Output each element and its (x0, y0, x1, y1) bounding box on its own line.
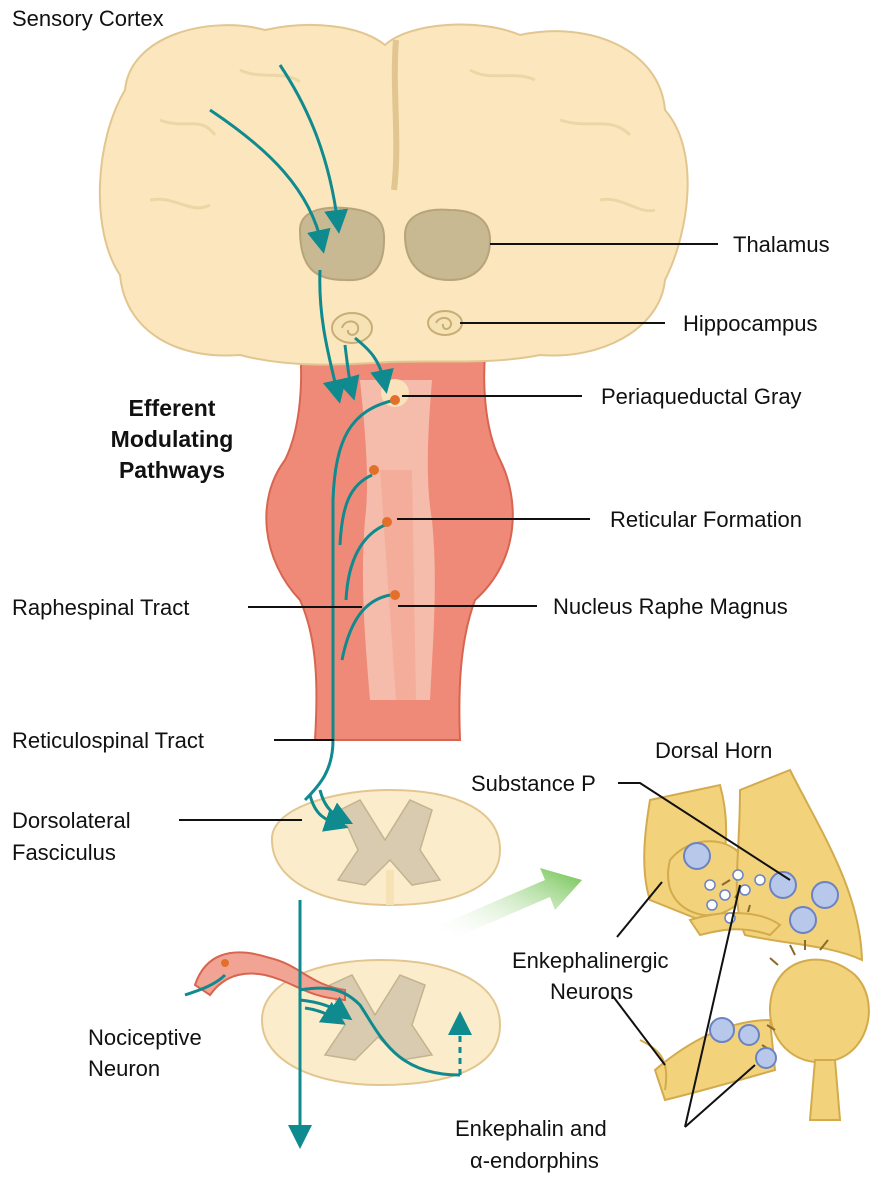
label-enkephalinergic-1: Enkephalinergic (512, 948, 669, 973)
label-enkephalin-1: Enkephalin and (455, 1116, 607, 1141)
label-reticulospinal-tract: Reticulospinal Tract (12, 728, 204, 753)
label-efferent-3: Pathways (119, 457, 225, 483)
label-efferent-2: Modulating (111, 426, 234, 452)
dorsal-horn-inset (640, 770, 869, 1120)
label-raphespinal-tract: Raphespinal Tract (12, 595, 189, 620)
spinal-cord-upper (272, 790, 500, 905)
label-dorsolateral-1: Dorsolateral (12, 808, 131, 833)
label-dorsolateral-2: Fasciculus (12, 840, 116, 865)
label-reticular-formation: Reticular Formation (610, 507, 802, 532)
brain (100, 25, 688, 365)
label-enkephalinergic-2: Neurons (550, 979, 633, 1004)
label-thalamus: Thalamus (733, 232, 830, 257)
label-nociceptive-2: Neuron (88, 1056, 160, 1081)
label-sensory-cortex: Sensory Cortex (12, 6, 164, 31)
label-nociceptive-1: Nociceptive (88, 1025, 202, 1050)
label-hippocampus: Hippocampus (683, 311, 818, 336)
label-substance-p: Substance P (471, 771, 596, 796)
label-enkephalin-2: α-endorphins (470, 1148, 599, 1173)
label-efferent-1: Efferent (129, 395, 216, 421)
label-dorsal-horn: Dorsal Horn (655, 738, 772, 763)
label-periaqueductal-gray: Periaqueductal Gray (601, 384, 802, 409)
label-nucleus-raphe-magnus: Nucleus Raphe Magnus (553, 594, 788, 619)
